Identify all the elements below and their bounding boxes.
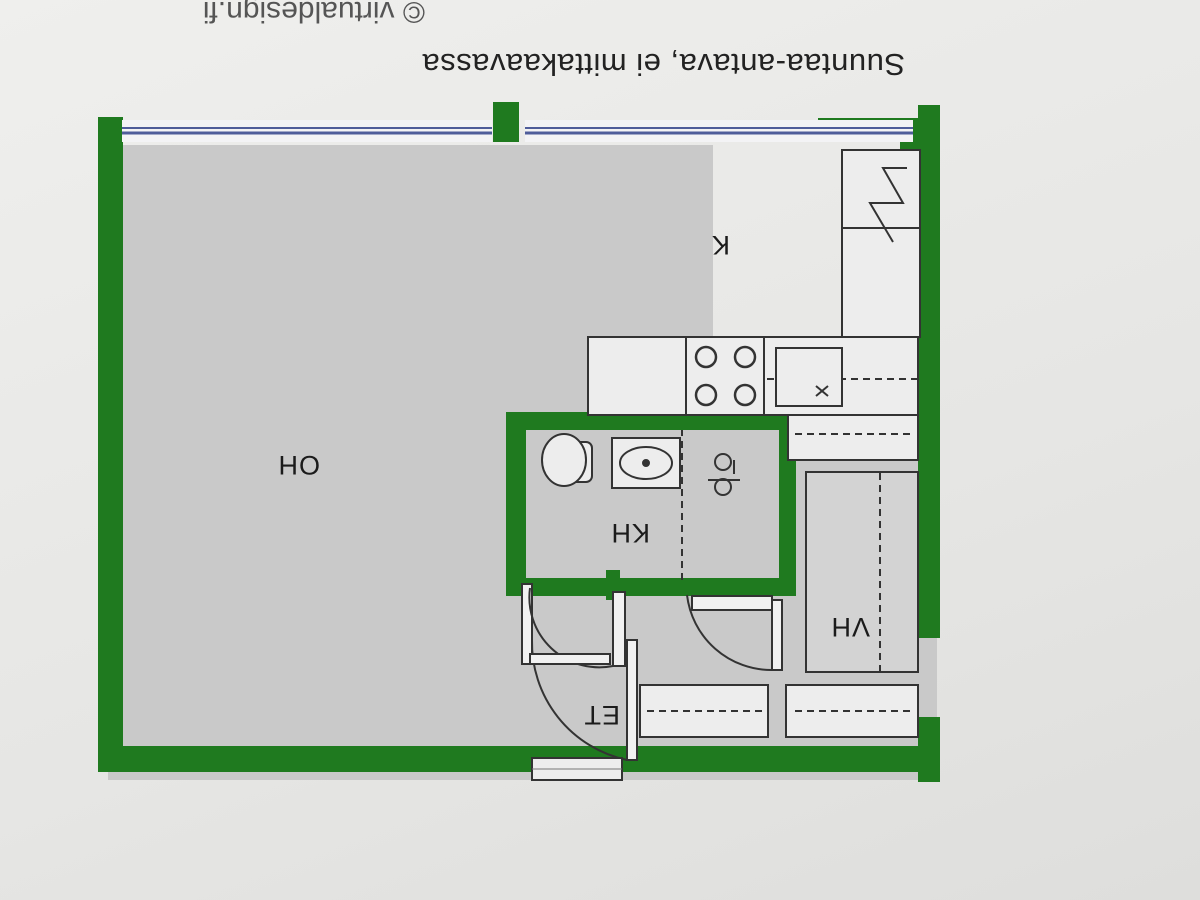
room-label-living: OH — [277, 450, 321, 480]
plan-caption: Suuntaa-antava, ei mittakaavassa — [422, 47, 905, 82]
shower-icon — [708, 453, 740, 496]
stove-burners — [694, 345, 757, 407]
wardrobe-units — [639, 407, 919, 738]
room-label-bathroom: KH — [610, 518, 650, 548]
copyright-notice: © virtualdesign.fi — [202, 0, 425, 28]
room-label-kitchen: K — [710, 230, 730, 260]
entry-door[interactable] — [521, 583, 638, 781]
bathroom-walls — [506, 388, 796, 600]
bathroom-fixtures — [541, 430, 683, 580]
window-strip — [122, 120, 913, 142]
kitchen-counter — [587, 149, 921, 416]
bathroom-door[interactable] — [528, 587, 626, 669]
closet-door[interactable] — [686, 594, 783, 672]
wardrobe-dashes — [646, 433, 910, 712]
room-label-entry: ET — [583, 700, 620, 730]
room-label-closet: VH — [830, 612, 870, 642]
